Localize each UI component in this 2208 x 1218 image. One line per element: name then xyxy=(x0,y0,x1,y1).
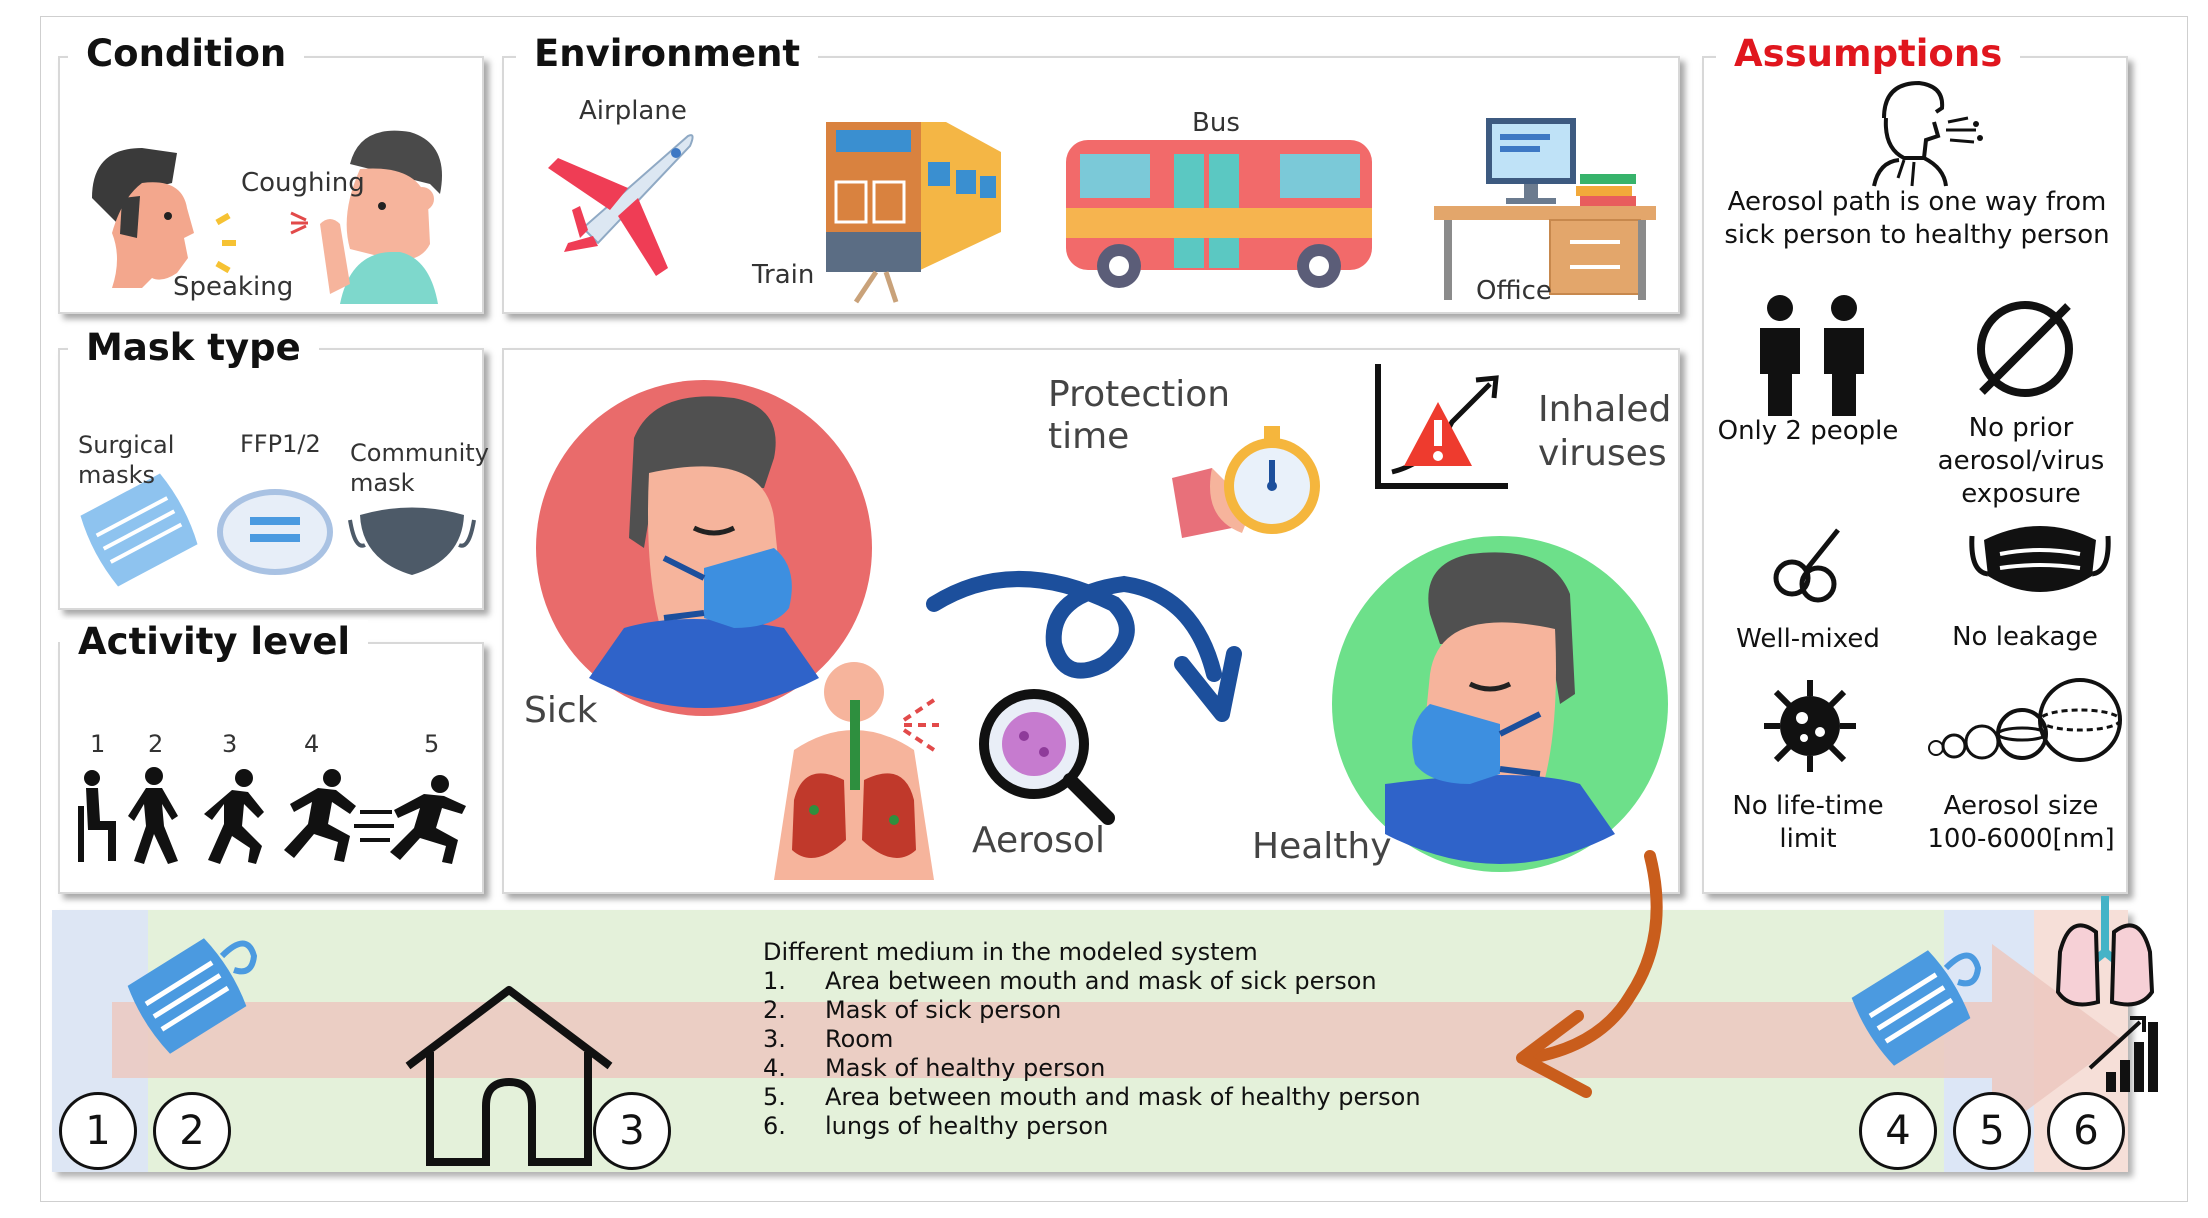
activity-level-4: 4 xyxy=(304,730,320,758)
virus-icon xyxy=(1764,680,1856,772)
two-people-icon xyxy=(1760,295,1864,416)
medium-item: 6.lungs of healthy person xyxy=(763,1112,1109,1140)
mask-icon-healthy xyxy=(1851,950,1982,1066)
magnifier-icon xyxy=(979,689,1115,825)
aerosol-path-icon xyxy=(1872,80,1983,187)
healthy-person-icon xyxy=(1332,536,1668,872)
train-icon xyxy=(826,122,1001,304)
bus-label: Bus xyxy=(1192,108,1240,138)
assumption-no-prior-exposure: No prior aerosol/virus exposure xyxy=(1937,413,2105,509)
inhaled-viruses-label: Inhaled viruses xyxy=(1538,389,1672,474)
sick-person-icon xyxy=(536,380,872,716)
speaking-person-icon xyxy=(92,148,194,288)
scenario-panel: Sick Protection time Inhaled viruses xyxy=(502,348,1680,894)
surgical-masks-label: Surgical masks xyxy=(78,431,175,489)
medium-heading: Different medium in the modeled system xyxy=(763,938,1258,966)
house-icon xyxy=(405,986,613,1166)
medium-marker-3: 3 xyxy=(593,1092,671,1170)
condition-panel: Coughing Speaking xyxy=(58,56,484,314)
ffp-label: FFP1/2 xyxy=(240,430,321,458)
mask-type-panel: Surgical masks FFP1/2 Community mask xyxy=(58,348,489,610)
activity-level-3: 3 xyxy=(222,730,238,758)
assumption-well-mixed: Well-mixed xyxy=(1736,624,1880,654)
surgical-mask-icon xyxy=(80,473,198,587)
speaking-label: Speaking xyxy=(173,272,294,302)
assumption-only-2-people: Only 2 people xyxy=(1717,416,1899,446)
activity-level-2: 2 xyxy=(148,730,164,758)
medium-marker-5: 5 xyxy=(1953,1092,2031,1170)
coughing-label: Coughing xyxy=(241,168,365,198)
activity-level-1: 1 xyxy=(90,730,106,758)
medium-marker-1: 1 xyxy=(59,1092,137,1170)
community-mask-icon xyxy=(348,507,476,575)
desk-icon xyxy=(1434,118,1656,300)
environment-panel: Airplane Train Bus xyxy=(502,56,1680,314)
assumptions-title: Assumptions xyxy=(1716,32,2021,76)
assumption-aerosol-size: Aerosol size 100-6000[nm] xyxy=(1927,791,2115,854)
no-symbol-icon xyxy=(1977,301,2073,397)
medium-marker-4: 4 xyxy=(1859,1092,1937,1170)
assumptions-panel: Aerosol path is one way from sick person… xyxy=(1702,56,2128,894)
airplane-label: Airplane xyxy=(579,96,687,126)
medium-item: 3.Room xyxy=(763,1025,894,1053)
lungs-chart-icon xyxy=(2055,896,2158,1092)
activity-level-5: 5 xyxy=(424,730,440,758)
sick-label: Sick xyxy=(524,690,598,731)
medium-item: 1.Area between mouth and mask of sick pe… xyxy=(763,967,1377,995)
aerosol-label: Aerosol xyxy=(972,820,1105,861)
bus-icon xyxy=(1066,140,1372,288)
speech-lines-icon xyxy=(215,212,236,274)
assumption-no-leakage: No leakage xyxy=(1952,622,2098,652)
lungs-icon xyxy=(774,662,934,880)
medium-list: Different medium in the modeled system 1… xyxy=(763,938,1421,1141)
healthy-label: Healthy xyxy=(1252,826,1392,867)
protection-time-label: Protection time xyxy=(1048,374,1231,457)
particles-icon xyxy=(1928,678,2122,762)
aerosol-spray-icon xyxy=(902,698,939,752)
orange-arrow-icon xyxy=(1516,850,1663,1098)
condition-title: Condition xyxy=(68,32,305,76)
figure-frame xyxy=(40,16,2188,1202)
activity-level-panel: 1 2 3 4 5 xyxy=(58,642,484,894)
medium-marker-2: 2 xyxy=(153,1092,231,1170)
chart-alert-icon xyxy=(1375,364,1508,489)
activity-figures-icon xyxy=(78,767,466,864)
stopwatch-icon xyxy=(1172,426,1320,538)
assumption-no-lifetime-limit: No life-time limit xyxy=(1732,791,1884,854)
airplane-icon xyxy=(548,134,694,276)
coughing-person-icon xyxy=(320,130,442,304)
assumption-aerosol-path: Aerosol path is one way from sick person… xyxy=(1724,187,2110,250)
medium-item: 5.Area between mouth and mask of healthy… xyxy=(763,1083,1421,1111)
cough-droplets-icon xyxy=(290,211,308,235)
mask-icon xyxy=(1969,526,2111,592)
office-label: Office xyxy=(1476,276,1552,306)
community-mask-label: Community mask xyxy=(350,439,489,497)
activity-level-title: Activity level xyxy=(60,620,369,664)
medium-item: 2.Mask of sick person xyxy=(763,996,1062,1024)
curved-arrow-icon xyxy=(926,571,1242,722)
medium-marker-6: 6 xyxy=(2047,1092,2125,1170)
mask-icon-sick xyxy=(127,938,258,1054)
medium-item: 4.Mask of healthy person xyxy=(763,1054,1106,1082)
ffp-mask-icon xyxy=(217,489,333,575)
mask-type-title: Mask type xyxy=(68,326,319,370)
flow-arrow-band xyxy=(112,944,2122,1136)
mixing-icon xyxy=(1773,528,1840,603)
train-label: Train xyxy=(752,260,815,290)
environment-title: Environment xyxy=(516,32,819,76)
